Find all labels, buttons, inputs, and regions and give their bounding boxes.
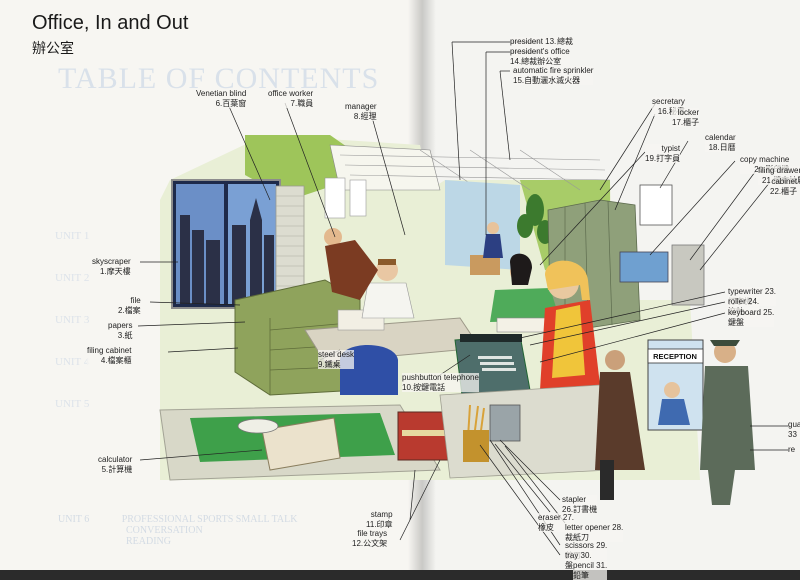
label-president: president 13. (510, 37, 557, 47)
ghost-unit-1: UNIT 1 (55, 230, 90, 242)
label-pencil: pencil 31.鉛筆 (573, 561, 608, 580)
ghost-unit-4: UNIT 4 (55, 356, 90, 368)
book-gutter (408, 0, 436, 570)
ghost-units-list: UNIT 1 UNIT 2 UNIT 3 UNIT 4 UNIT 5 (55, 215, 89, 425)
label-keyboard: keyboard 25.鍵盤 (728, 308, 775, 327)
label-letter-opener: letter opener 28.裁紙刀 (565, 523, 624, 542)
right-page (422, 0, 800, 570)
ghost-unit-6-b: CONVERSATION (126, 525, 203, 536)
ghost-unit-6: UNIT 6 (58, 514, 90, 525)
ghost-unit-6-a: PROFESSIONAL SPORTS SMALL TALK (121, 514, 298, 525)
ghost-unit-6-block: UNIT 6 PROFESSIONAL SPORTS SMALL TALK CO… (58, 514, 297, 547)
label-president-zh: 總裁 (557, 37, 573, 47)
page-subtitle: 辦公室 (32, 40, 74, 56)
ghost-unit-5: UNIT 5 (55, 398, 90, 410)
ghost-unit-2: UNIT 2 (55, 272, 90, 284)
page-title: Office, In and Out (32, 12, 189, 34)
ghost-unit-6-c: READING (126, 536, 171, 547)
ghost-unit-3: UNIT 3 (55, 314, 90, 326)
label-re-partial: re (788, 445, 796, 455)
